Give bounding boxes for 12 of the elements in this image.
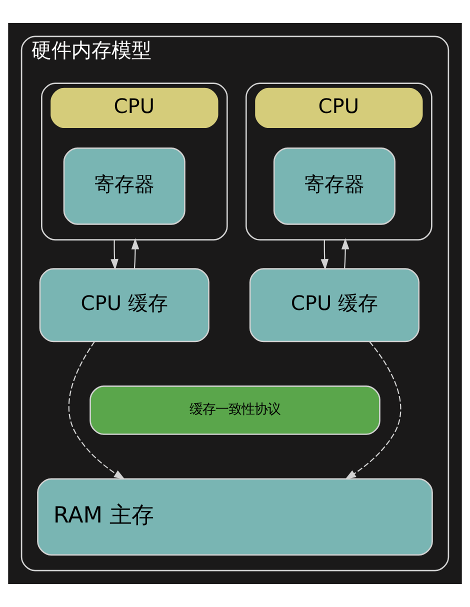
node-box: 寄存器 xyxy=(63,148,186,225)
arrow xyxy=(344,341,402,480)
arrow xyxy=(68,341,126,480)
node-box: CPU 缓存 xyxy=(39,268,210,342)
arrow xyxy=(110,240,118,270)
arrow xyxy=(131,238,140,269)
node-box: RAM 主存 xyxy=(37,478,433,556)
node-box: CPU 缓存 xyxy=(249,268,420,342)
arrow xyxy=(320,240,329,270)
node-box: 寄存器 xyxy=(273,148,396,225)
node-box: 缓存一致性协议 xyxy=(90,386,380,435)
arrow xyxy=(341,238,350,269)
